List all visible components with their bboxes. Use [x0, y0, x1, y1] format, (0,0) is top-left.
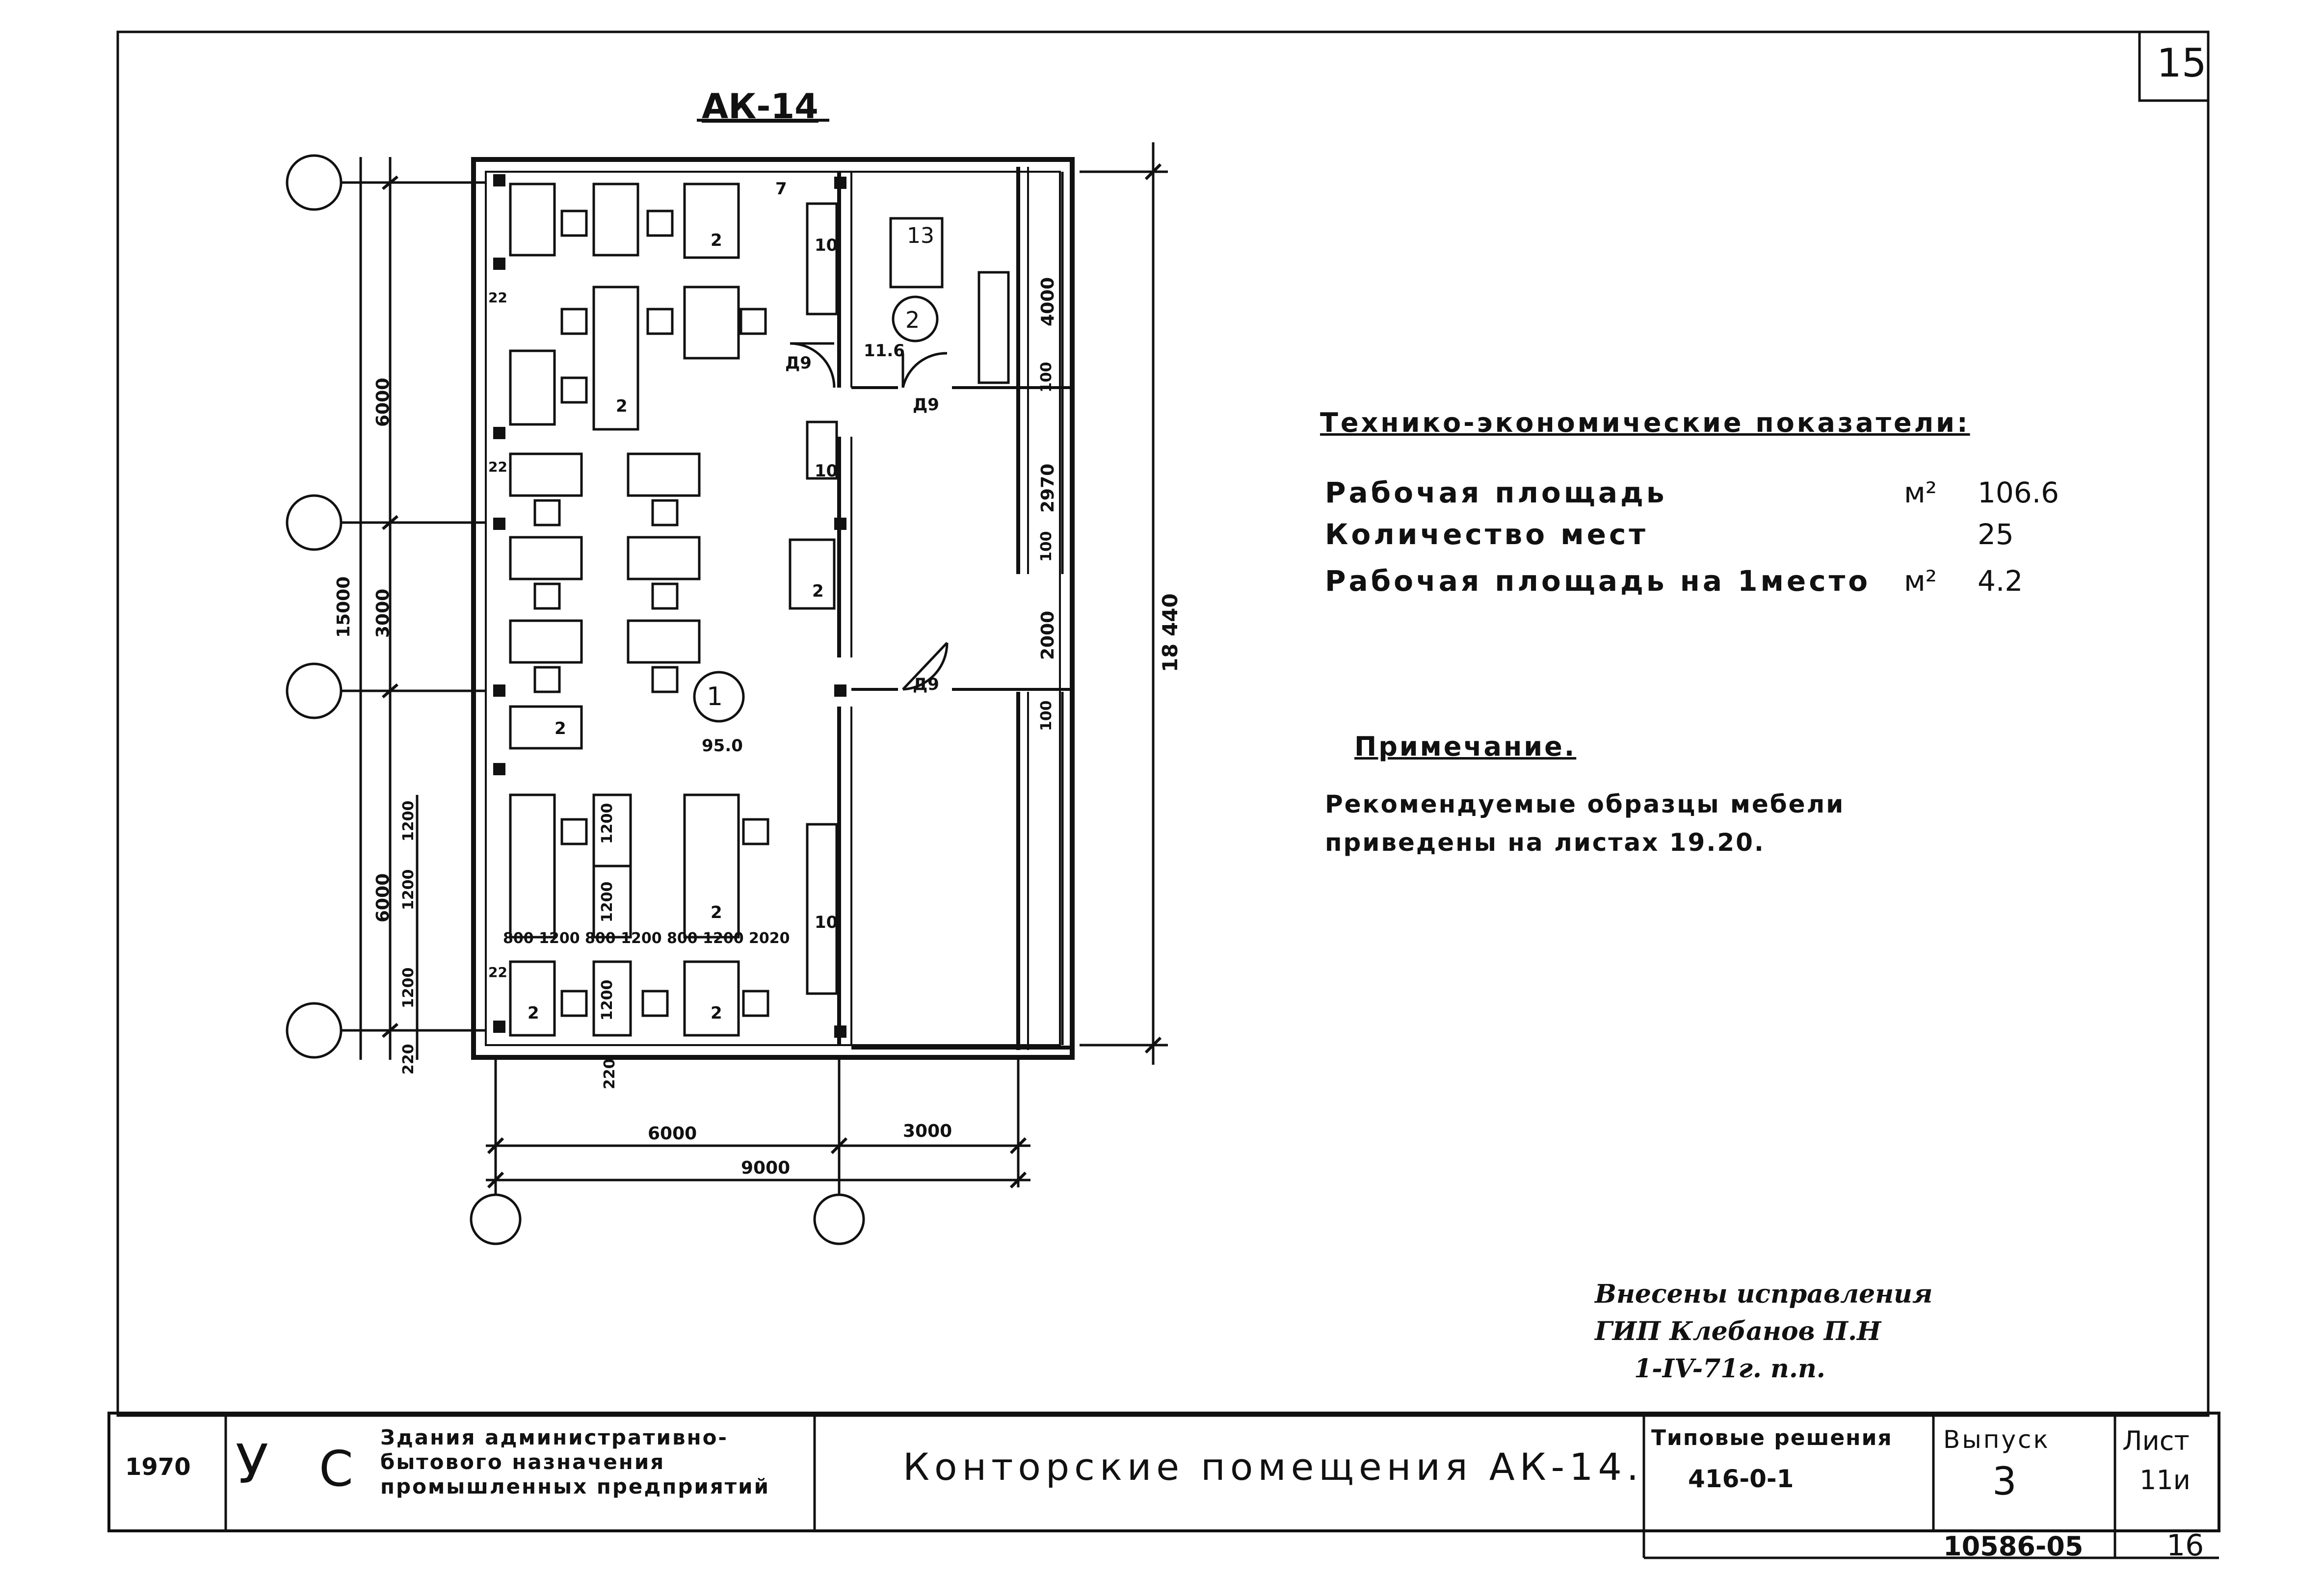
tech-econ-value: 4.2 [1978, 564, 2023, 598]
corrections-line: 1-IV-71г. п.п. [1634, 1354, 1825, 1384]
series-value: 416-0-1 [1688, 1465, 1794, 1493]
dimension-label: 100 [1038, 362, 1055, 393]
furniture-label: 22 [488, 289, 507, 306]
note-text: Рекомендуемые образцы мебели приведены н… [1325, 790, 1845, 857]
furniture-label: 22 [488, 964, 507, 980]
title-block-main-title: Конторские помещения АК-14. [903, 1445, 1643, 1489]
dimension-label: 2000 [1038, 610, 1058, 660]
furniture-label: 13 [907, 223, 934, 248]
furniture-label: 2 [711, 1003, 722, 1023]
tech-econ-row: Количество мест 25 [1325, 518, 2071, 552]
dimension-label: 100 [1038, 531, 1055, 562]
issue-label: Выпуск [1943, 1425, 2050, 1454]
furniture-label: 10 [815, 913, 838, 932]
tech-econ-title: Технико-экономические показатели: [1320, 407, 1970, 438]
door-arc [790, 342, 836, 388]
furniture [509, 183, 1010, 1037]
sheet-number-box [2138, 30, 2210, 102]
dimension-label: 6000 [648, 1124, 697, 1144]
dimension-label: 9000 [741, 1158, 791, 1178]
dimension-label: 15000 [334, 576, 354, 638]
room-number: 1 [707, 682, 723, 711]
tech-econ-label: Количество мест [1325, 518, 1649, 551]
corrections-line: Внесены исправления [1595, 1279, 1933, 1309]
room-area: 11.6 [864, 341, 905, 361]
furniture-label: 2 [711, 231, 722, 250]
door-label: Д9 [913, 395, 939, 415]
furniture-label: 2 [711, 903, 722, 922]
room-area: 95.0 [702, 736, 743, 756]
tech-econ-label: Рабочая площадь на 1место [1325, 564, 1871, 598]
title-block-org: С [319, 1440, 353, 1497]
dimension-label: 3000 [373, 588, 393, 638]
furniture-label: 2 [555, 719, 566, 738]
dimension-label: 100 [1038, 700, 1055, 731]
title-block-org: У [236, 1433, 269, 1496]
furniture-label: 7 [775, 179, 787, 199]
sheet-number: 15 [2157, 40, 2207, 86]
desc-line: бытового назначения [380, 1450, 665, 1474]
list-label: Лист [2122, 1425, 2190, 1456]
desc-line: промышленных предприятий [380, 1474, 770, 1498]
plan-title: АК-14 [702, 86, 819, 127]
outer-wall [471, 157, 1075, 1060]
dimension-label: 4000 [1038, 277, 1058, 326]
note-title: Примечание. [1354, 731, 1577, 762]
corrections-note: Внесены исправления ГИП Клебанов П.Н 1-I… [1595, 1276, 2036, 1388]
dimension-label: 1200 [599, 803, 616, 844]
tech-econ-unit: м² [1904, 564, 1937, 598]
dimension-label: 1200 [400, 800, 417, 842]
title-block-border [107, 1412, 2220, 1532]
dimension-label: 2970 [1038, 463, 1058, 513]
issue-value: 3 [1992, 1460, 2017, 1504]
series-label: Типовые решения [1651, 1425, 1893, 1450]
furniture-label: 2 [528, 1003, 539, 1023]
dimension-label: 18 440 [1158, 593, 1182, 672]
frame-border [116, 30, 2210, 1417]
desc-line: Здания административно- [380, 1425, 728, 1449]
dimension-label: 220 [400, 1044, 417, 1075]
page-number: 16 [2166, 1528, 2204, 1563]
dimension-label: 6000 [373, 873, 393, 922]
door-label: Д9 [913, 675, 939, 694]
tech-econ-value: 25 [1978, 518, 2014, 551]
furniture-label: 10 [815, 236, 838, 255]
furniture-label: 22 [488, 459, 507, 475]
tech-econ-unit: м² [1904, 476, 1937, 509]
title-block-description: Здания административно- бытового назначе… [380, 1425, 812, 1499]
dimension-label: 3000 [903, 1121, 952, 1141]
archive-number: 10586-05 [1943, 1531, 2084, 1562]
tech-econ-row: Рабочая площадь на 1место м² 4.2 [1325, 564, 2071, 599]
corrections-line: ГИП Клебанов П.Н [1595, 1316, 1881, 1346]
dimension-label: 1200 [400, 869, 417, 911]
dimension-label: 1200 [400, 967, 417, 1009]
tech-econ-row: Рабочая площадь м² 106.6 [1325, 476, 2071, 510]
tech-econ-label: Рабочая площадь [1325, 476, 1667, 509]
axis-circle [286, 154, 343, 211]
dimension-label: 1200 [599, 979, 616, 1021]
room-number: 2 [905, 307, 920, 333]
dimension-label: 6000 [373, 377, 393, 427]
furniture-label: 10 [815, 461, 838, 481]
dimension-label: 220 [601, 1058, 618, 1089]
title-block-year: 1970 [125, 1453, 191, 1481]
tech-econ-value: 106.6 [1978, 476, 2060, 509]
furniture-label: 2 [812, 581, 824, 601]
furniture-label: 2 [616, 396, 628, 416]
dimension-row: 800 1200 800 1200 800 1200 2020 [503, 930, 790, 947]
dimension-label: 1200 [599, 881, 616, 923]
door-label: Д9 [785, 353, 812, 373]
list-value: 11и [2139, 1465, 2191, 1496]
